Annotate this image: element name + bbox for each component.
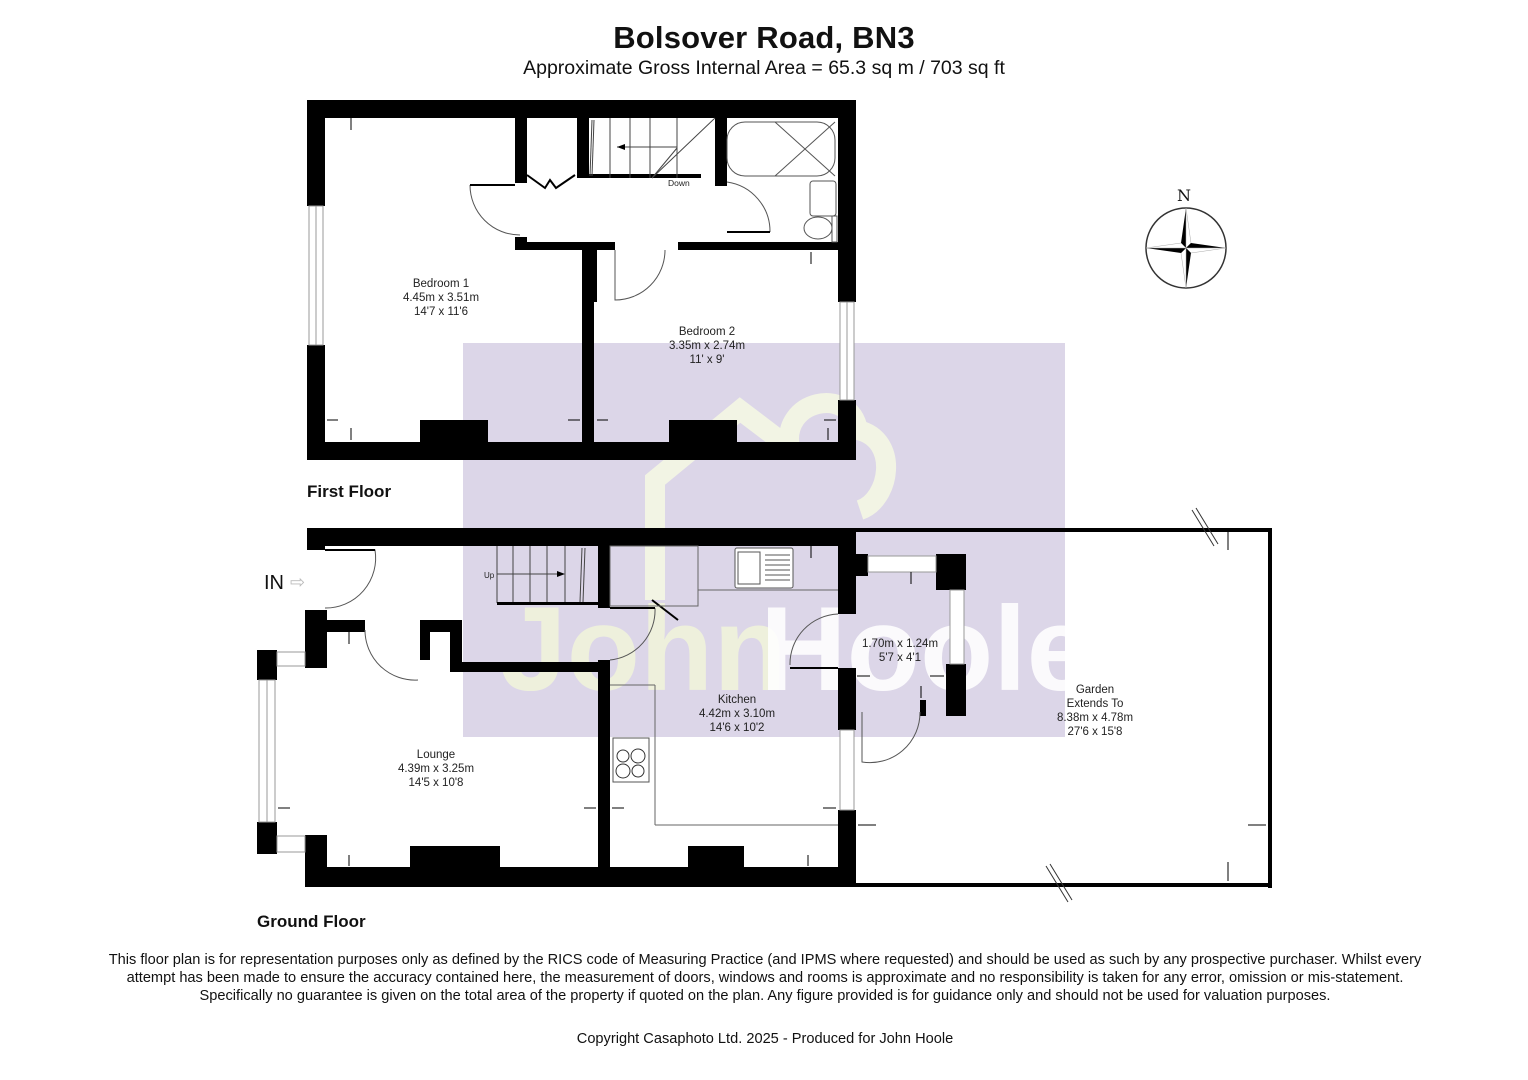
entrance-label: IN (264, 572, 284, 594)
room-name: Bedroom 1 (412, 278, 470, 290)
room-metric: 1.70m x 1.24m (861, 638, 939, 650)
room-name: Bedroom 2 (678, 326, 736, 338)
room-metric: 4.42m x 3.10m (698, 708, 776, 720)
stairs-up-label: Up (484, 571, 495, 580)
room-name: Garden (1075, 684, 1115, 696)
room-imperial: 5'7 x 4'1 (878, 652, 922, 664)
room-name: Kitchen (717, 694, 757, 706)
room-metric: 4.45m x 3.51m (402, 292, 480, 304)
compass-rose-icon (1145, 207, 1227, 289)
compass-north-label: N (1177, 186, 1191, 205)
room-imperial: 11' x 9' (689, 354, 725, 366)
entrance-arrow-icon: ⇨ (290, 572, 306, 592)
room-label-bedroom-2: Bedroom 2 3.35m x 2.74m 11' x 9' (669, 325, 745, 367)
room-name: Lounge (416, 749, 456, 761)
stairs-down-label: Down (668, 178, 690, 188)
ground-floor-label: Ground Floor (257, 912, 366, 931)
copyright-text: Copyright Casaphoto Ltd. 2025 - Produced… (576, 1031, 954, 1047)
room-label-lounge: Lounge 4.39m x 3.25m 14'5 x 10'8 (398, 748, 474, 790)
room-label-lobby: 1.70m x 1.24m 5'7 x 4'1 (862, 637, 938, 665)
room-imperial: 14'6 x 10'2 (709, 722, 765, 734)
ground-floor-plan (257, 507, 1272, 903)
room-label-bedroom-1: Bedroom 1 4.45m x 3.51m 14'7 x 11'6 (403, 277, 479, 319)
room-metric: 4.39m x 3.25m (397, 763, 475, 775)
room-imperial: 14'7 x 11'6 (413, 306, 469, 318)
plan-title: Bolsover Road, BN3 (613, 20, 915, 55)
room-extra: Extends To (1066, 698, 1124, 710)
disclaimer-text: This floor plan is for representation pu… (108, 952, 1422, 1004)
room-metric: 8.38m x 4.78m (1056, 712, 1134, 724)
first-floor-label: First Floor (307, 482, 392, 501)
room-label-garden: Garden Extends To 8.38m x 4.78m 27'6 x 1… (1057, 683, 1133, 739)
room-imperial: 14'5 x 10'8 (408, 777, 464, 789)
room-label-kitchen: Kitchen 4.42m x 3.10m 14'6 x 10'2 (699, 693, 775, 735)
room-metric: 3.35m x 2.74m (668, 340, 746, 352)
room-imperial: 27'6 x 15'8 (1067, 726, 1123, 738)
watermark-text-hoole: Hoole (760, 582, 1093, 716)
plan-area-subtitle: Approximate Gross Internal Area = 65.3 s… (523, 57, 1005, 79)
first-floor-plan (307, 100, 856, 460)
